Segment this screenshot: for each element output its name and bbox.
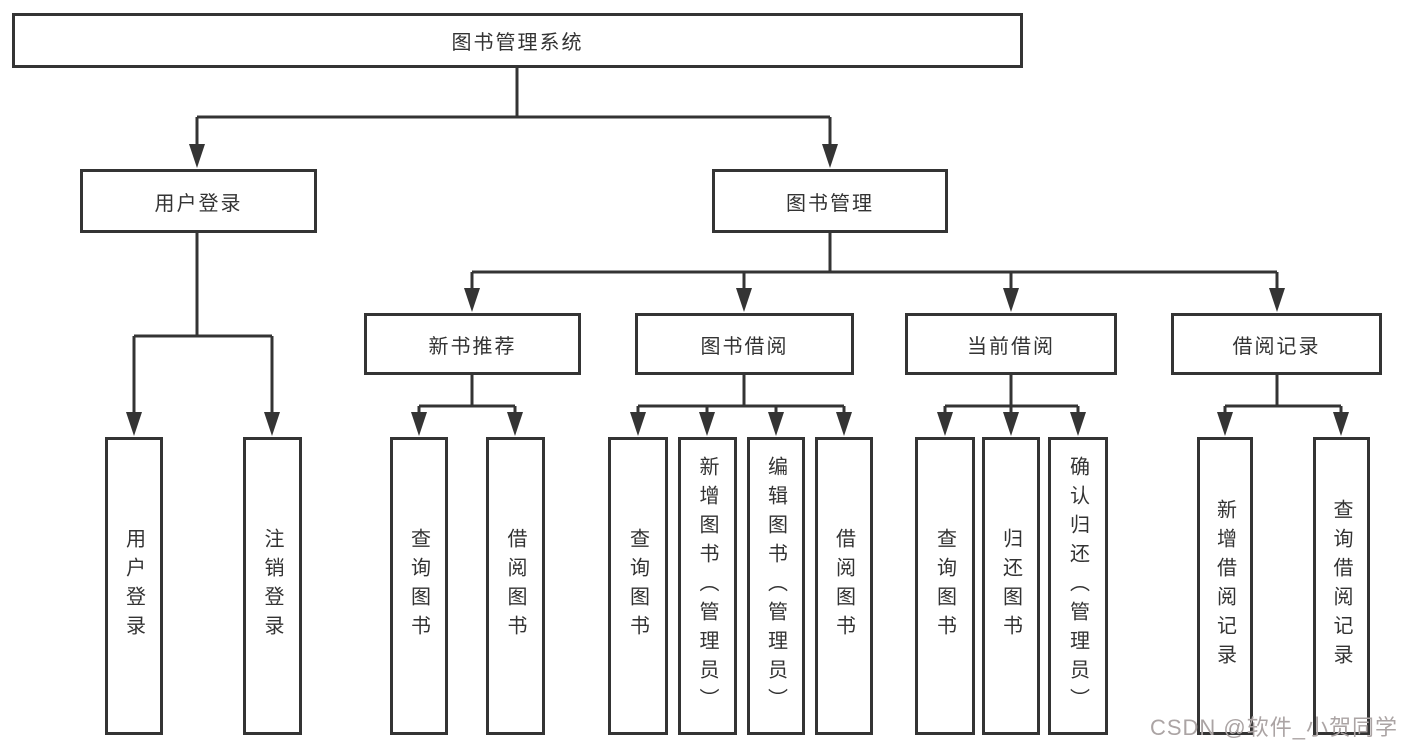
leaf-logout: 注销登录 <box>243 437 302 735</box>
leaf-edit-book-admin: 编辑图书（管理员） <box>747 437 805 735</box>
leaf-borrow-book-recommend: 借阅图书 <box>486 437 545 735</box>
leaf-query-book-current: 查询图书 <box>915 437 975 735</box>
arrowhead <box>736 288 752 312</box>
arrowhead <box>126 412 142 436</box>
edge-root-to-level2 <box>195 68 832 150</box>
node-user-login: 用户登录 <box>80 169 317 233</box>
node-root-system: 图书管理系统 <box>12 13 1023 68</box>
arrowhead <box>768 412 784 436</box>
arrowhead <box>1070 412 1086 436</box>
arrowhead <box>1217 412 1233 436</box>
arrowhead <box>1333 412 1349 436</box>
leaf-query-book-recommend: 查询图书 <box>390 437 448 735</box>
leaf-query-book-borrow: 查询图书 <box>608 437 668 735</box>
arrowhead <box>836 412 852 436</box>
arrowhead <box>264 412 280 436</box>
arrowhead <box>822 144 838 168</box>
arrowhead <box>1269 288 1285 312</box>
arrowhead <box>464 288 480 312</box>
leaf-add-book-admin: 新增图书（管理员） <box>678 437 737 735</box>
edge-user-login-to-leaves <box>132 233 274 418</box>
arrowhead <box>937 412 953 436</box>
edge-book-manage-to-level3 <box>470 233 1279 294</box>
edge-book-borrow-to-leaves <box>636 375 846 418</box>
node-new-book-recommend: 新书推荐 <box>364 313 581 375</box>
arrowhead <box>1003 288 1019 312</box>
leaf-add-borrow-record: 新增借阅记录 <box>1197 437 1253 735</box>
leaf-confirm-return-admin: 确认归还（管理员） <box>1048 437 1108 735</box>
edge-new-book-to-leaves <box>417 375 517 418</box>
leaf-user-login: 用户登录 <box>105 437 163 735</box>
node-borrow-record: 借阅记录 <box>1171 313 1382 375</box>
leaf-query-borrow-record: 查询借阅记录 <box>1313 437 1370 735</box>
arrowhead <box>699 412 715 436</box>
leaf-borrow-book: 借阅图书 <box>815 437 873 735</box>
arrowhead <box>189 144 205 168</box>
csdn-watermark: CSDN @软件_小贺同学 <box>1149 715 1398 740</box>
arrowhead <box>411 412 427 436</box>
node-current-borrow: 当前借阅 <box>905 313 1117 375</box>
arrowhead <box>630 412 646 436</box>
edge-borrow-record-to-leaves <box>1223 375 1343 418</box>
node-book-manage: 图书管理 <box>712 169 948 233</box>
arrowhead <box>1003 412 1019 436</box>
leaf-return-book: 归还图书 <box>982 437 1040 735</box>
arrowhead <box>507 412 523 436</box>
edge-current-borrow-to-leaves <box>943 375 1080 418</box>
node-book-borrow: 图书借阅 <box>635 313 854 375</box>
